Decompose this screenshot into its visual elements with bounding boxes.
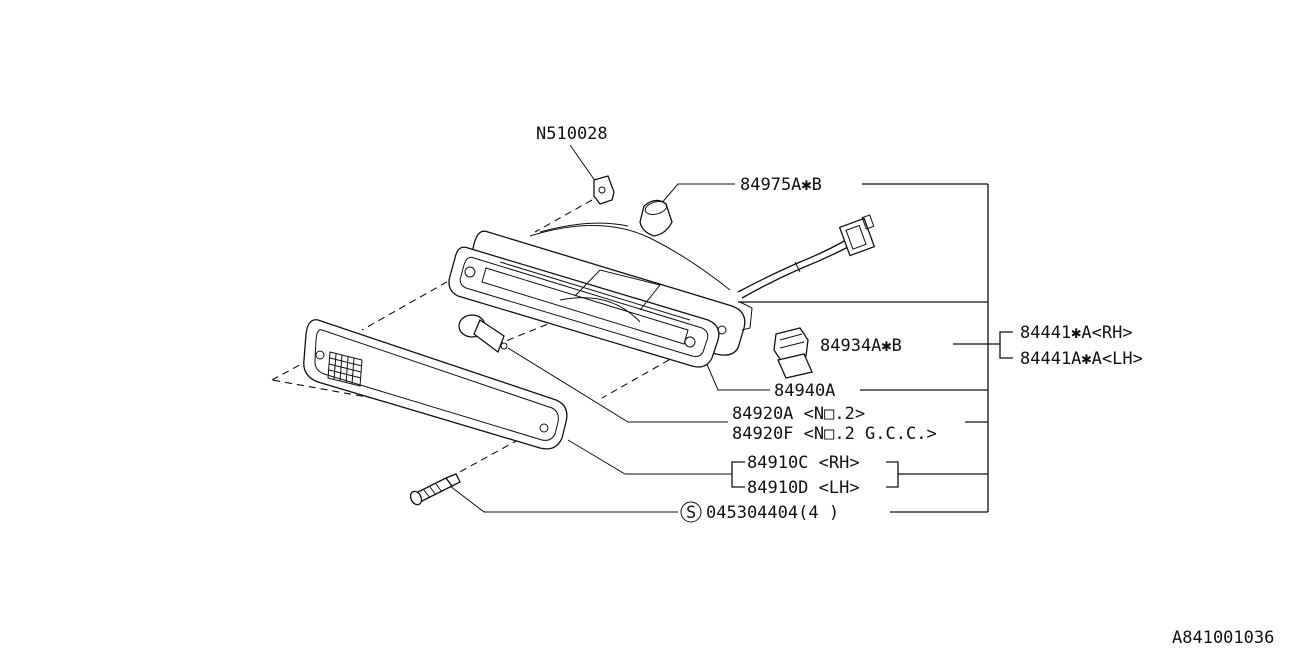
screw-symbol-circle	[680, 501, 702, 523]
socket-part	[639, 199, 673, 237]
label-housing: 84940A	[774, 381, 835, 401]
screw-part	[409, 473, 461, 506]
leader-lines	[449, 144, 1013, 513]
label-holder: 84934A✱B	[820, 336, 902, 356]
clip-part	[593, 175, 615, 205]
label-bulb-1: 84920A <N□.2>	[732, 404, 865, 424]
label-lens-lh: 84910D <LH>	[747, 478, 860, 498]
part-labels: N510028 84975A✱B 84441✱A<RH> 84441A✱A<LH…	[536, 124, 1274, 648]
label-assy-rh: 84441✱A<RH>	[1020, 323, 1133, 343]
housing-part	[448, 222, 753, 368]
lens-part	[303, 319, 568, 450]
diagram-id: A841001036	[1172, 628, 1274, 648]
label-screw-symbol: S	[686, 503, 696, 523]
bulb-part	[458, 314, 508, 354]
label-socket: 84975A✱B	[740, 175, 822, 195]
label-clip: N510028	[536, 124, 608, 144]
wire-connector	[737, 214, 876, 299]
label-assy-lh: 84441A✱A<LH>	[1020, 349, 1143, 369]
label-bulb-2: 84920F <N□.2 G.C.C.>	[732, 424, 937, 444]
label-screw: 045304404(4 )	[706, 503, 839, 523]
lens-grid	[327, 351, 363, 387]
label-lens-rh: 84910C <RH>	[747, 453, 860, 473]
holder-part	[773, 327, 813, 379]
